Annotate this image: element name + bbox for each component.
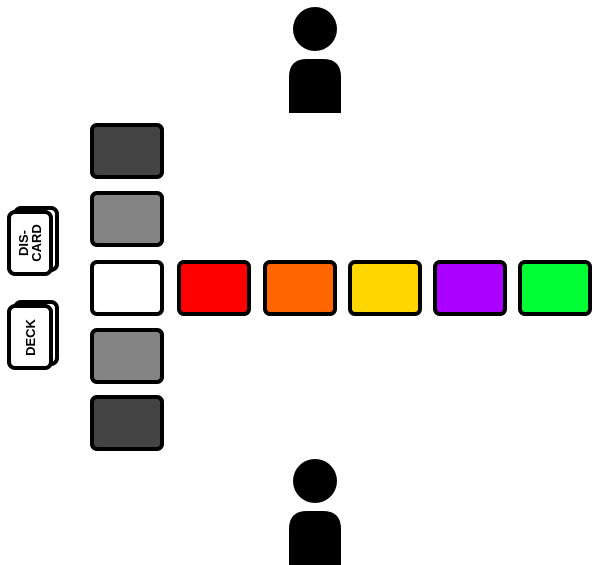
discard-pile[interactable]: DIS- CARD	[7, 206, 59, 282]
column-slot-5[interactable]	[90, 395, 164, 451]
deck-label: DECK	[22, 318, 38, 356]
player-top-icon	[285, 7, 345, 113]
deck-pile[interactable]: DECK	[7, 300, 59, 376]
discard-label: DIS- CARD	[16, 224, 44, 262]
color-slot-3[interactable]	[348, 260, 422, 316]
color-slot-5[interactable]	[518, 260, 592, 316]
player-bottom-icon	[285, 459, 345, 565]
column-slot-1[interactable]	[90, 123, 164, 179]
column-slot-3[interactable]	[90, 260, 164, 316]
color-slot-1[interactable]	[177, 260, 251, 316]
discard-pile-card: DIS- CARD	[7, 210, 53, 276]
column-slot-4[interactable]	[90, 328, 164, 384]
column-slot-2[interactable]	[90, 191, 164, 247]
color-slot-4[interactable]	[433, 260, 507, 316]
deck-pile-card: DECK	[7, 304, 53, 370]
color-slot-2[interactable]	[263, 260, 337, 316]
